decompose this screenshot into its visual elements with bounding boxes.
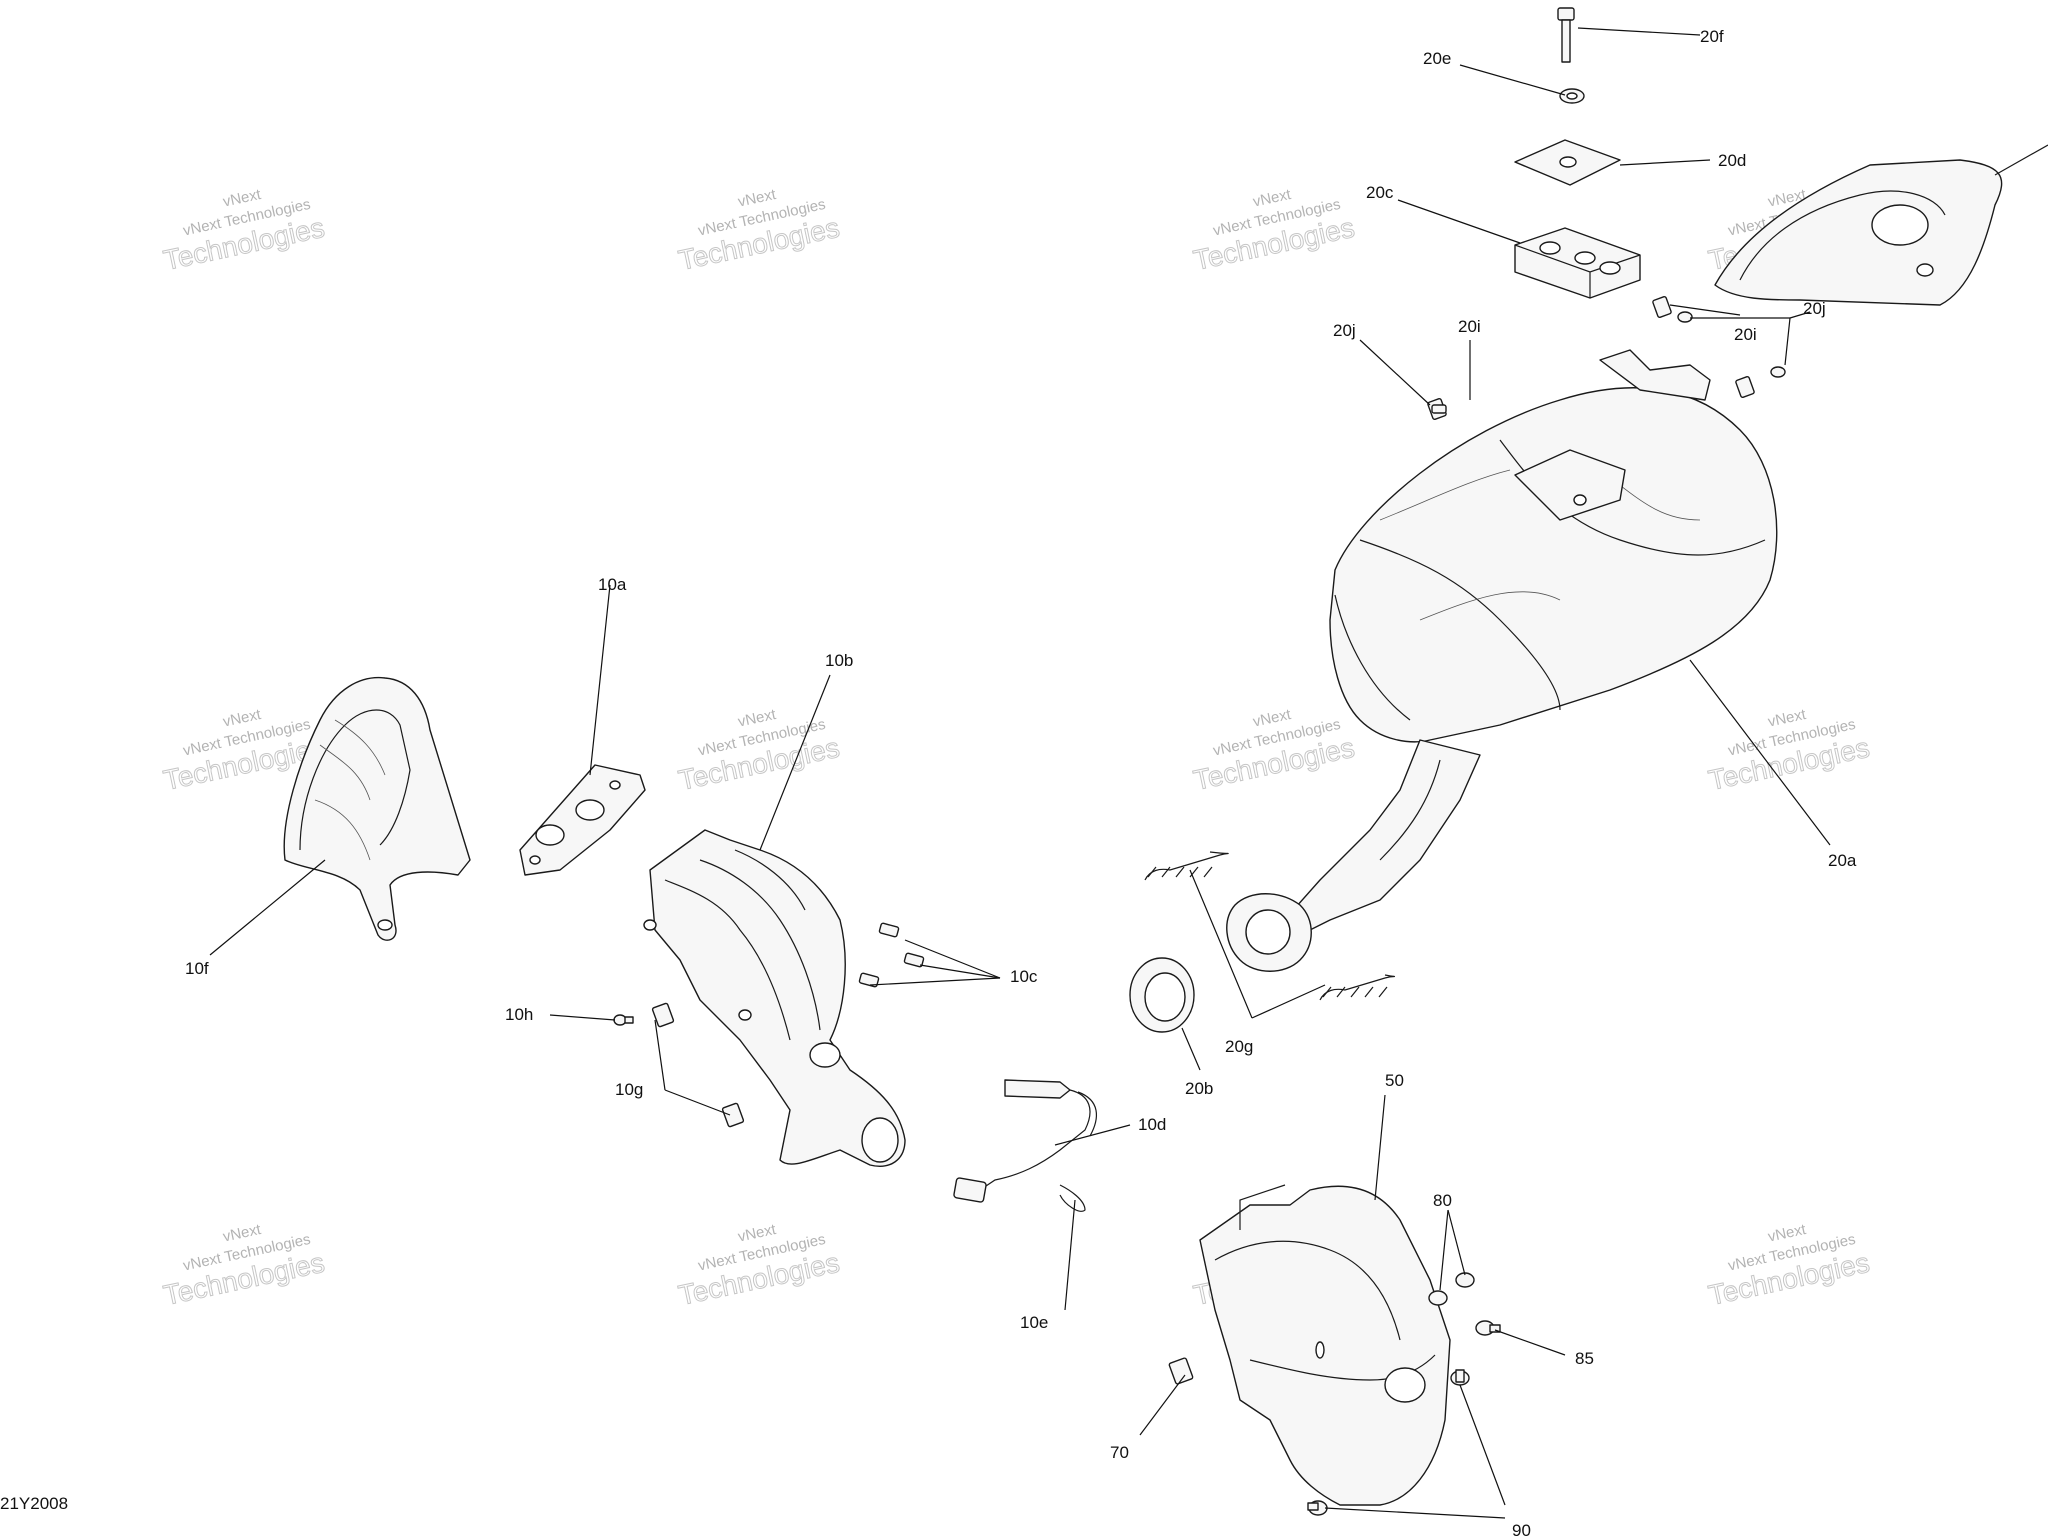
clip-nut-70 (1168, 1357, 1194, 1385)
callout-10f: 10f (185, 959, 209, 978)
callout-20a: 20a (1828, 851, 1857, 870)
callout-20e: 20e (1423, 49, 1451, 68)
nuts-80 (1428, 1272, 1475, 1306)
clip-10e (1059, 1184, 1086, 1212)
callout-10d: 10d (1138, 1115, 1166, 1134)
watermark-10: vNext vNext Technologies Technologies (675, 1221, 842, 1312)
callout-10a: 10a (598, 575, 627, 594)
callout-20i-left: 20i (1458, 317, 1481, 336)
callout-10e: 10e (1020, 1313, 1048, 1332)
callout-20i-right: 20i (1734, 325, 1757, 344)
callout-85: 85 (1575, 1349, 1594, 1368)
watermark-7: vNext vNext Technologies Technologies (1190, 706, 1357, 797)
heat-shield-50 (1199, 1184, 1451, 1506)
callout-50: 50 (1385, 1071, 1404, 1090)
watermark-9: vNext vNext Technologies Technologies (160, 1221, 327, 1312)
bolt-20f (1557, 7, 1575, 63)
callout-10c: 10c (1010, 967, 1038, 986)
callout-10h: 10h (505, 1005, 533, 1024)
tail-guard (1714, 144, 2048, 306)
bolt-85 (1475, 1320, 1501, 1336)
springs-20g (1144, 851, 1395, 1001)
exhaust-manifold-10b (643, 829, 906, 1167)
watermark-8: vNext vNext Technologies Technologies (1705, 706, 1872, 797)
callout-20b: 20b (1185, 1079, 1213, 1098)
oxygen-sensor-10d (953, 1079, 1097, 1203)
muffler-20a (1226, 349, 1778, 972)
clip-nuts-10g (651, 1002, 745, 1128)
callout-80: 80 (1433, 1191, 1452, 1210)
mount-hardware-20i-20j (1427, 296, 1786, 420)
callout-90: 90 (1512, 1521, 1531, 1536)
heat-shield-10f (283, 676, 471, 941)
bolts-90 (1307, 1369, 1470, 1516)
watermark-1: vNext vNext Technologies Technologies (160, 186, 327, 277)
callout-20g: 20g (1225, 1037, 1253, 1056)
callout-20d: 20d (1718, 151, 1746, 170)
screw-10h (613, 1014, 634, 1026)
rubber-mount-20c (1514, 227, 1641, 299)
callout-20f: 20f (1700, 27, 1724, 46)
callout-10g: 10g (615, 1080, 643, 1099)
callout-labels: 20f 20e 20d 20c 20j 20i 20j 20i 20a 20b … (185, 27, 1857, 1536)
watermark-12: vNext vNext Technologies Technologies (1705, 1221, 1872, 1312)
callout-20j-right: 20j (1803, 299, 1826, 318)
watermark-2: vNext vNext Technologies Technologies (675, 186, 842, 277)
leader-lines (209, 27, 1831, 1519)
bolts-10c (858, 922, 925, 988)
callout-20j-left: 20j (1333, 321, 1356, 340)
seal-ring-20b (1129, 957, 1195, 1033)
watermark-3: vNext vNext Technologies Technologies (1190, 186, 1357, 277)
callout-10b: 10b (825, 651, 853, 670)
callout-70: 70 (1110, 1443, 1129, 1462)
washer-20e (1559, 88, 1585, 104)
plate-20d (1514, 139, 1621, 186)
gasket-10a (519, 764, 646, 876)
diagram-code: 21Y2008 (0, 1494, 68, 1513)
callout-20c: 20c (1366, 183, 1394, 202)
